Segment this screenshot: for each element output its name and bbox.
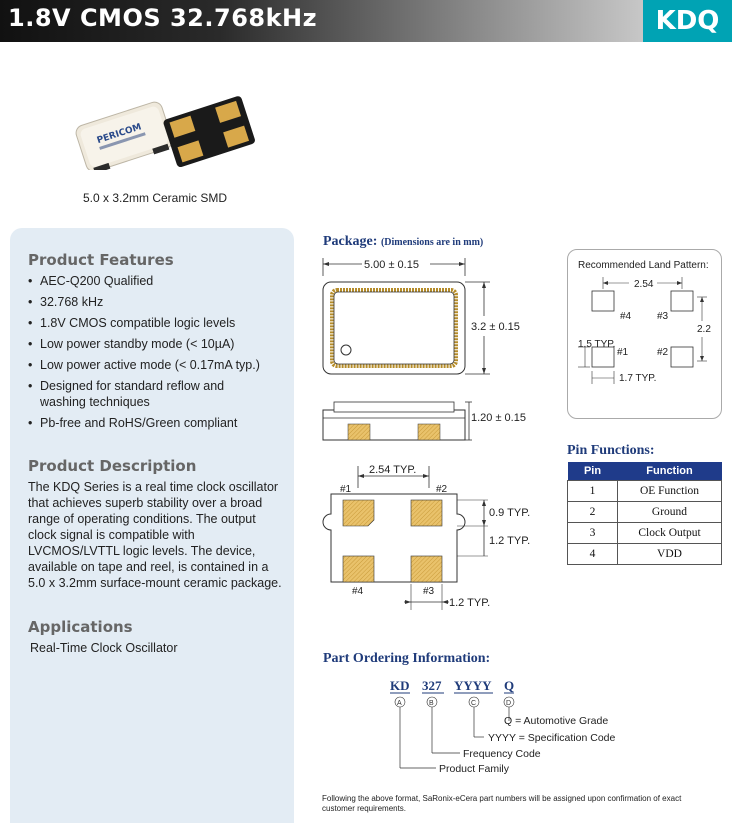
table-header-row: Pin Function xyxy=(567,462,722,480)
land-pattern-title: Recommended Land Pattern: xyxy=(578,260,709,271)
land-pin2-label: #2 xyxy=(657,347,669,358)
package-title-label: Package: xyxy=(323,234,378,249)
pitch-vertical-dimension: 1.2 TYP. xyxy=(489,535,530,547)
height-dimension: 3.2 ± 0.15 xyxy=(471,321,520,333)
width-dimension: 5.00 ± 0.15 xyxy=(364,259,419,271)
pin3-label: #3 xyxy=(423,586,435,597)
list-item: 32.768 kHz xyxy=(28,294,288,310)
description-text: The KDQ Series is a real time clock osci… xyxy=(28,480,282,590)
ordering-footnote: Following the above format, SaRonix-eCer… xyxy=(322,794,682,813)
land-pattern-drawing: Recommended Land Pattern: 2.54 #4 #3 #1 … xyxy=(578,260,711,384)
function-column-header: Function xyxy=(617,462,722,480)
ordering-title: Part Ordering Information: xyxy=(323,651,491,666)
legend-spec-code: YYYY = Specification Code xyxy=(488,732,616,744)
brand-logo: KDQ xyxy=(643,0,732,42)
pin-cell: 1 xyxy=(567,479,618,502)
package-side-view xyxy=(322,409,466,441)
function-cell: Clock Output xyxy=(617,521,722,544)
land-v-dimension: 2.2 xyxy=(697,324,711,335)
land-pad-dimension: 1.5 TYP. xyxy=(578,339,615,350)
code-part-d: Q xyxy=(504,678,514,693)
pad-width-dimension: 1.2 TYP. xyxy=(449,597,490,609)
legend-automotive: Q = Automotive Grade xyxy=(504,715,608,727)
page-title: 1.8V CMOS 32.768kHz xyxy=(8,4,318,32)
letter-d: D xyxy=(506,700,511,707)
legend-frequency: Frequency Code xyxy=(463,748,541,760)
package-top-view xyxy=(322,281,466,375)
pin-functions-table: Pin Function 1 OE Function 2 Ground 3 Cl… xyxy=(567,462,722,565)
photo-caption: 5.0 x 3.2mm Ceramic SMD xyxy=(82,191,228,205)
code-part-c: YYYY xyxy=(454,678,492,693)
letter-b: B xyxy=(429,700,434,707)
list-item: Low power active mode (< 0.17mA typ.) xyxy=(28,357,288,373)
table-row: 3 Clock Output xyxy=(567,521,722,544)
table-row: 1 OE Function xyxy=(567,479,722,502)
thickness-dimension: 1.20 ± 0.15 xyxy=(471,412,526,424)
ordering-diagram: KD 327 YYYY Q A B C D Q = Automotive Gra… xyxy=(390,678,616,775)
code-part-b: 327 xyxy=(422,678,442,693)
pin-functions-title: Pin Functions: xyxy=(567,443,655,458)
land-h-dimension: 2.54 xyxy=(634,279,654,290)
land-pin1-label: #1 xyxy=(617,347,629,358)
applications-text: Real-Time Clock Oscillator xyxy=(30,641,178,655)
chip-top-view: PERICOM xyxy=(75,101,173,170)
pin1-label: #1 xyxy=(340,484,352,495)
list-item: Pb-free and RoHS/Green compliant xyxy=(28,415,288,431)
list-item: Low power standby mode (< 10µA) xyxy=(28,336,288,352)
pin-cell: 2 xyxy=(567,500,618,523)
package-subtitle: (Dimensions are in mm) xyxy=(380,237,484,248)
package-drawing: 5.00 ± 0.15 3.2 ± 0.15 1.20 ± 0.15 2.54 … xyxy=(322,258,530,610)
header-bar xyxy=(0,0,732,42)
legend-family: Product Family xyxy=(439,763,510,775)
land-pattern-box xyxy=(567,249,722,419)
list-item: 1.8V CMOS compatible logic levels xyxy=(28,315,288,331)
function-cell: VDD xyxy=(617,542,722,565)
list-item: AEC-Q200 Qualified xyxy=(28,273,288,289)
package-title: Package: (Dimensions are in mm) xyxy=(323,234,483,250)
pin1-marker xyxy=(340,344,352,356)
letter-a: A xyxy=(397,700,402,707)
pad-height-dimension: 0.9 TYP. xyxy=(489,507,530,519)
table-row: 2 Ground xyxy=(567,500,722,523)
function-cell: OE Function xyxy=(617,479,722,502)
pin-column-header: Pin xyxy=(567,462,618,480)
land-pin4-label: #4 xyxy=(620,311,632,322)
features-title: Product Features xyxy=(28,251,174,269)
pin2-label: #2 xyxy=(436,484,448,495)
pin-cell: 4 xyxy=(567,542,618,565)
code-part-a: KD xyxy=(390,678,410,693)
pin4-label: #4 xyxy=(352,586,364,597)
letter-c: C xyxy=(471,700,476,707)
chip-bottom-view xyxy=(163,96,255,168)
table-row: 4 VDD xyxy=(567,542,722,565)
applications-title: Applications xyxy=(28,618,133,636)
pin-cell: 3 xyxy=(567,521,618,544)
land-pin3-label: #3 xyxy=(657,311,669,322)
list-item: Designed for standard reflow and washing… xyxy=(28,378,268,410)
pitch-dimension: 2.54 TYP. xyxy=(369,464,416,476)
description-title: Product Description xyxy=(28,457,197,475)
product-photo: PERICOM xyxy=(75,96,255,170)
land-pad-width-dimension: 1.7 TYP. xyxy=(619,373,656,384)
feature-list: AEC-Q200 Qualified 32.768 kHz 1.8V CMOS … xyxy=(28,273,288,436)
function-cell: Ground xyxy=(617,500,722,523)
